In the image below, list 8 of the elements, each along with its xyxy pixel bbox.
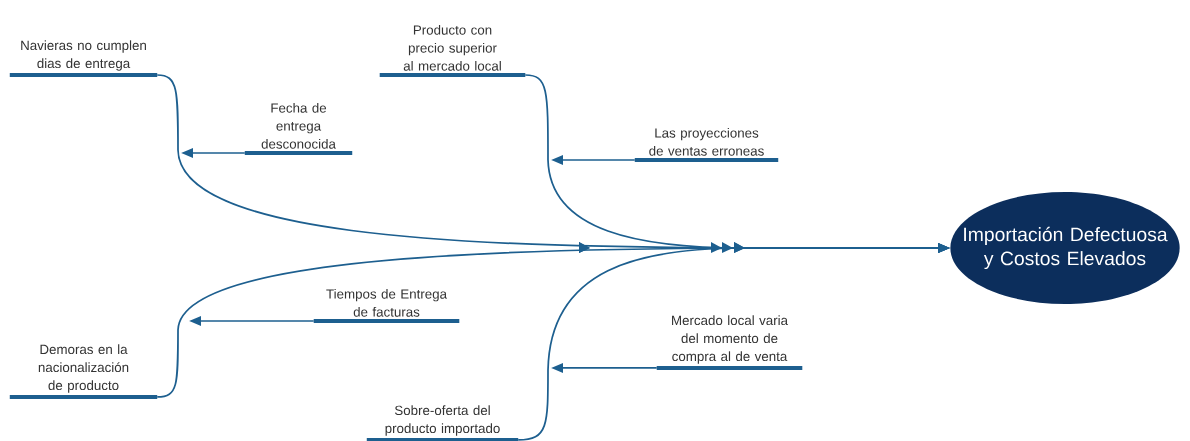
cause-label: Fecha de entrega desconocida — [244, 102, 353, 155]
cause-label: Demoras en la nacionalización de producto — [9, 344, 158, 399]
cause-label: Producto con precio superior al mercado local — [379, 24, 526, 77]
cause-label: Mercado local varia del momento de compra al de venta — [656, 315, 803, 370]
cause-label: Tiempos de Entrega de facturas — [313, 288, 460, 323]
cause-label: Navieras no cumplen dias de entrega — [9, 40, 158, 77]
cause-label: Las proyecciones de ventas erroneas — [634, 127, 779, 162]
cause-label: Sobre-oferta del producto importado — [366, 405, 519, 441]
